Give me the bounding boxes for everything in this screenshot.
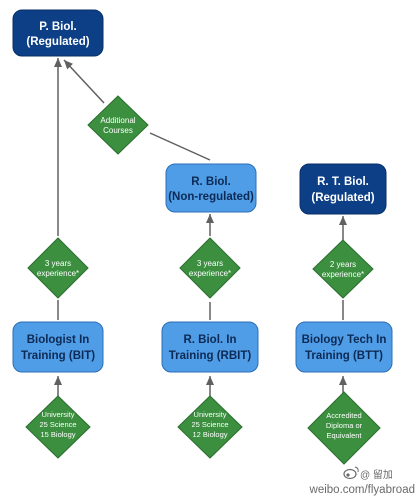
diamond-exp-btt-line1: 2 years [330,260,356,269]
diamond-edu-bit-line1: University [42,410,75,419]
diamond-additional-line1: Additional [100,116,135,125]
box-btt-line2: Training (BTT) [305,350,383,362]
box-rbiol-line1: R. Biol. [191,176,231,188]
watermark-url: weibo.com/flyabroad [309,484,415,496]
diamond-exp-bit: 3 years experience* [27,237,89,299]
watermark-handle: @ 留加 [360,468,393,481]
diamond-edu-rbit-line3: 12 Biology [192,430,227,439]
diamond-edu-bit: University 25 Science 15 Biology [25,395,91,459]
box-rbiol: R. Biol. (Non-regulated) [165,163,257,213]
box-rtbiol-line1: R. T. Biol. [317,176,369,188]
diamonds: Additional Courses 3 years experience* 3… [25,95,381,465]
box-rtbiol: R. T. Biol. (Regulated) [299,163,387,215]
diamond-exp-bit-line2: experience* [37,269,79,278]
diamond-edu-btt-line2: Diploma or [326,421,363,430]
weibo-logo-icon [343,466,359,480]
box-rbiol-line2: (Non-regulated) [168,191,254,203]
box-pbiol-line2: (Regulated) [26,36,89,48]
box-rbit-line1: R. Biol. In [183,334,236,346]
connectors [54,58,347,398]
box-btt-line1: Biology Tech In [302,334,387,346]
box-bit-line2: Training (BIT) [21,350,95,362]
diamond-exp-rbit-line1: 3 years [197,259,223,268]
box-bit: Biologist In Training (BIT) [12,321,104,373]
box-bit-line1: Biologist In [27,334,90,346]
box-rbit-line2: Training (RBIT) [169,350,252,362]
line-rbiol-to-additional [149,132,211,161]
diamond-edu-btt: Accredited Diploma or Equivalent [307,391,381,465]
diamond-edu-rbit-line2: 25 Science [191,420,228,429]
box-pbiol: P. Biol. (Regulated) [12,9,104,57]
box-rtbiol-line2: (Regulated) [311,192,374,204]
diamond-edu-rbit: University 25 Science 12 Biology [177,395,243,459]
diamond-exp-btt-line2: experience* [322,270,364,279]
diamond-additional-courses: Additional Courses [87,95,149,155]
watermark: @ 留加 weibo.com/flyabroad [309,466,415,496]
diamond-exp-rbit-line2: experience* [189,269,231,278]
box-pbiol-line1: P. Biol. [39,21,77,33]
diamond-exp-btt: 2 years experience* [312,239,374,299]
diamond-edu-bit-line2: 25 Science [39,420,76,429]
arrow-additional-to-pbiol [63,59,105,104]
diamond-edu-rbit-line1: University [194,410,227,419]
diamond-edu-bit-line3: 15 Biology [40,430,75,439]
diamond-exp-rbit: 3 years experience* [179,237,241,299]
diamond-additional-line2: Courses [103,126,133,135]
diamond-edu-btt-line1: Accredited [326,411,361,420]
box-rbit: R. Biol. In Training (RBIT) [161,321,259,373]
boxes: P. Biol. (Regulated) R. Biol. (Non-regul… [12,9,393,373]
box-btt: Biology Tech In Training (BTT) [295,321,393,373]
diamond-exp-bit-line1: 3 years [45,259,71,268]
diamond-edu-btt-line3: Equivalent [326,431,362,440]
